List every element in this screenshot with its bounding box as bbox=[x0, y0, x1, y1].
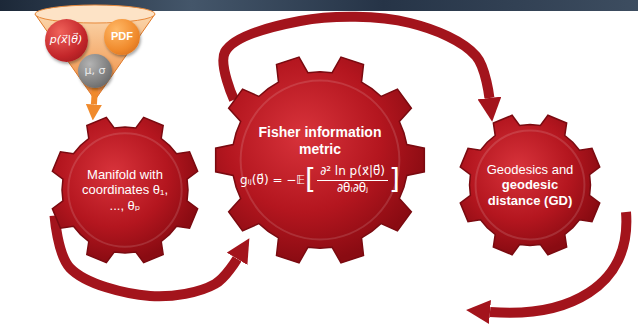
funnel bbox=[35, 14, 155, 100]
gear-node: Manifold with coordinates θ₁, ..., θₚ bbox=[50, 115, 200, 265]
fraction: ∂² ln p(x⃗|θ⃗)∂θᵢ∂θⱼ bbox=[317, 164, 388, 196]
formula-row: gᵢⱼ(θ⃗) = −𝔼[∂² ln p(x⃗|θ⃗)∂θᵢ∂θⱼ] bbox=[240, 164, 400, 196]
formula-right: ] bbox=[389, 166, 400, 194]
parameter-text: μ, σ bbox=[85, 64, 106, 77]
gear-shape bbox=[215, 55, 425, 265]
text-group: PDF bbox=[111, 30, 133, 43]
text-group: μ, σ bbox=[85, 64, 106, 77]
text-group: p(x⃗|θ⃗) bbox=[50, 33, 83, 46]
numerator-text: ∂² ln p(x⃗|θ⃗) bbox=[317, 164, 388, 181]
formula-text: gᵢⱼ(θ⃗) = −𝔼 bbox=[240, 173, 305, 187]
gear-outline bbox=[52, 117, 197, 262]
pdf-circle: p(x⃗|θ⃗) bbox=[45, 19, 88, 62]
cycle-arrow bbox=[94, 88, 95, 104]
bracket-text: ] bbox=[389, 166, 400, 194]
text-group: Geodesics andgeodesic distance (GD) bbox=[480, 162, 580, 209]
gear-text: Manifold with coordinates θ₁, ..., θₚ bbox=[79, 167, 171, 214]
text-group: Manifold with coordinates θ₁, ..., θₚ bbox=[79, 167, 171, 214]
funnel-rim bbox=[35, 5, 155, 23]
gear-title: Fisher information metric bbox=[245, 124, 395, 158]
text-group: Fisher information metric gᵢⱼ(θ⃗) = −𝔼[∂²… bbox=[240, 124, 400, 195]
bracket-text: [ bbox=[305, 166, 316, 194]
gear-ring bbox=[68, 133, 181, 246]
pdf-circle: PDF bbox=[104, 19, 140, 55]
gear-ring bbox=[476, 131, 585, 240]
gear-node: Fisher information metric gᵢⱼ(θ⃗) = −𝔼[∂²… bbox=[215, 55, 425, 265]
gear-node: Geodesics andgeodesic distance (GD) bbox=[458, 113, 602, 257]
denominator-text: ∂θᵢ∂θⱼ bbox=[337, 181, 368, 195]
gear-outline bbox=[216, 57, 425, 263]
gear-outline bbox=[460, 115, 599, 254]
formula-text: p(x⃗|θ⃗) bbox=[50, 33, 83, 46]
label-text: PDF bbox=[111, 30, 133, 43]
parameter-circle: μ, σ bbox=[78, 54, 112, 88]
gear-text: geodesic distance (GD) bbox=[480, 177, 580, 208]
formula-left: gᵢⱼ(θ⃗) = −𝔼[ bbox=[240, 166, 316, 194]
gear-text: Geodesics and bbox=[487, 162, 574, 178]
gear-ring bbox=[241, 81, 400, 240]
